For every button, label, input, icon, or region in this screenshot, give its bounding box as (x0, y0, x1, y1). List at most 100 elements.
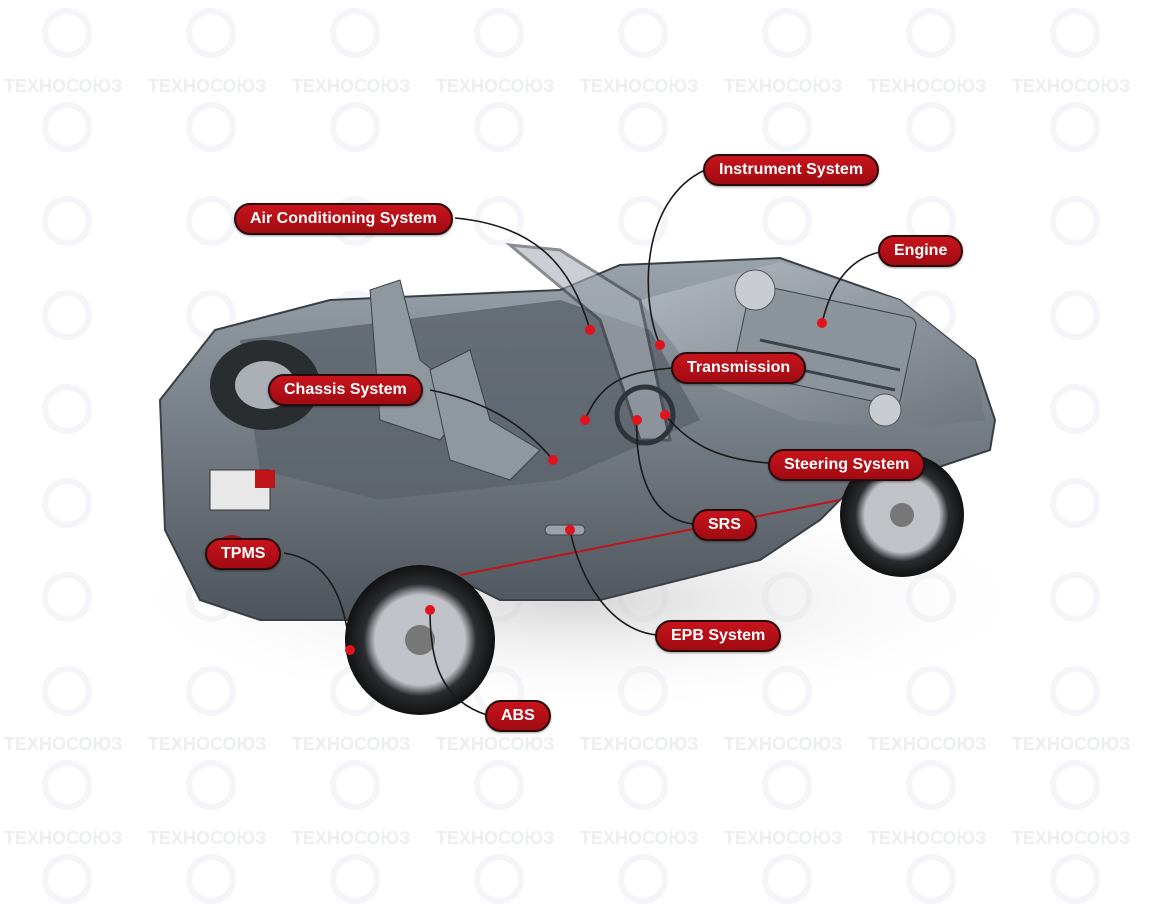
dot-transmission (580, 415, 590, 425)
globe-icon (618, 854, 668, 904)
globe-icon (1050, 102, 1100, 152)
watermark-text: ТЕХНОСОЮЗ (1012, 828, 1131, 848)
globe-icon (1050, 854, 1100, 904)
globe-icon (618, 196, 668, 246)
watermark-text: ТЕХНОСОЮЗ (868, 76, 987, 96)
globe-icon (1050, 572, 1100, 622)
label-tpms[interactable]: TPMS (205, 538, 282, 570)
globe-icon (1050, 666, 1100, 716)
globe-icon (474, 854, 524, 904)
watermark-text: ТЕХНОСОЮЗ (4, 734, 123, 754)
dot-engine (817, 318, 827, 328)
globe-icon (186, 8, 236, 58)
watermark-text: ТЕХНОСОЮЗ (292, 828, 411, 848)
watermark-text: ТЕХНОСОЮЗ (868, 734, 987, 754)
watermark-text: ТЕХНОСОЮЗ (436, 828, 555, 848)
globe-icon (474, 102, 524, 152)
label-steering-system[interactable]: Steering System (768, 449, 926, 481)
hotspot-dots (345, 318, 827, 655)
globe-icon (762, 8, 812, 58)
dot-steering (660, 410, 670, 420)
globe-icon (906, 102, 956, 152)
strut-top (734, 269, 776, 311)
globe-icon (186, 102, 236, 152)
dot-srs (632, 415, 642, 425)
label-epb-system[interactable]: EPB System (655, 620, 782, 652)
watermark-text: ТЕХНОСОЮЗ (148, 76, 267, 96)
label-srs[interactable]: SRS (692, 509, 757, 541)
globe-icon (762, 854, 812, 904)
globe-icon (474, 760, 524, 810)
watermark-text: ТЕХНОСОЮЗ (1012, 76, 1131, 96)
globe-icon (42, 102, 92, 152)
globe-icon (1050, 8, 1100, 58)
globe-icon (42, 760, 92, 810)
globe-icon (474, 8, 524, 58)
watermark-text: ТЕХНОСОЮЗ (148, 734, 267, 754)
globe-icon (42, 572, 92, 622)
globe-icon (42, 384, 92, 434)
watermark-text: ТЕХНОСОЮЗ (1012, 734, 1131, 754)
sill-wiring (459, 499, 841, 576)
watermark-text: ТЕХНОСОЮЗ (724, 76, 843, 96)
label-engine[interactable]: Engine (878, 235, 964, 267)
globe-icon (1050, 290, 1100, 340)
globe-icon (42, 854, 92, 904)
globe-icon (762, 196, 812, 246)
watermark-text: ТЕХНОСОЮЗ (436, 734, 555, 754)
globe-icon (1050, 196, 1100, 246)
globe-icon (906, 8, 956, 58)
label-transmission[interactable]: Transmission (671, 352, 807, 384)
dot-abs (425, 605, 435, 615)
watermark-text: ТЕХНОСОЮЗ (4, 828, 123, 848)
steering-wheel (614, 384, 676, 446)
globe-icon (618, 102, 668, 152)
globe-icon (186, 196, 236, 246)
globe-icon (1050, 760, 1100, 810)
globe-icon (330, 8, 380, 58)
globe-icon (762, 760, 812, 810)
watermark-text: ТЕХНОСОЮЗ (724, 734, 843, 754)
globe-icon (330, 854, 380, 904)
globe-icon (618, 8, 668, 58)
globe-icon (618, 760, 668, 810)
watermark-text: ТЕХНОСОЮЗ (868, 828, 987, 848)
watermark-text: ТЕХНОСОЮЗ (724, 828, 843, 848)
watermark-text: ТЕХНОСОЮЗ (580, 828, 699, 848)
globe-icon (762, 102, 812, 152)
globe-icon (1050, 384, 1100, 434)
label-air-conditioning-system[interactable]: Air Conditioning System (234, 203, 453, 235)
globe-icon (42, 666, 92, 716)
globe-icon (186, 760, 236, 810)
watermark-text: ТЕХНОСОЮЗ (148, 828, 267, 848)
watermark-text: ТЕХНОСОЮЗ (4, 76, 123, 96)
dot-instrument (655, 340, 665, 350)
dot-epb (565, 525, 575, 535)
dot-tpms (345, 645, 355, 655)
seat (429, 349, 541, 481)
front-wheel (840, 453, 964, 577)
globe-icon (330, 102, 380, 152)
globe-icon (186, 854, 236, 904)
globe-icon (42, 196, 92, 246)
label-instrument-system[interactable]: Instrument System (703, 154, 880, 186)
rear-wheel (345, 565, 495, 715)
globe-icon (1050, 478, 1100, 528)
watermark-text: ТЕХНОСОЮЗ (292, 76, 411, 96)
globe-icon (42, 290, 92, 340)
label-chassis-system[interactable]: Chassis System (268, 374, 423, 406)
watermark-text: ТЕХНОСОЮЗ (436, 76, 555, 96)
watermark-text: ТЕХНОСОЮЗ (580, 76, 699, 96)
watermark-text: ТЕХНОСОЮЗ (580, 734, 699, 754)
strut-top-front (868, 393, 902, 427)
globe-icon (42, 8, 92, 58)
globe-icon (330, 760, 380, 810)
dot-air-conditioning (585, 325, 595, 335)
label-abs[interactable]: ABS (485, 700, 551, 732)
globe-icon (42, 478, 92, 528)
dot-chassis (548, 455, 558, 465)
watermark-text: ТЕХНОСОЮЗ (292, 734, 411, 754)
globe-icon (906, 854, 956, 904)
